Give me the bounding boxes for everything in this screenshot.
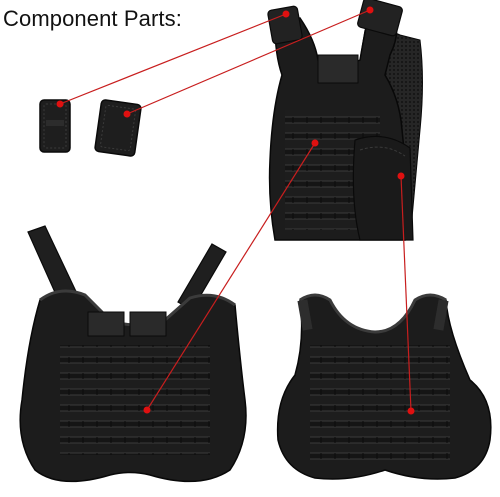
shoulder-pad-left [39,99,71,153]
assembled-vest [267,0,423,241]
pointer-dots [56,6,415,415]
component-parts-heading: Component Parts: [3,6,182,31]
front-panel [19,225,247,483]
shoulder-pad-right [94,99,142,157]
back-panel [276,293,492,480]
pointer-lines [59,9,412,412]
